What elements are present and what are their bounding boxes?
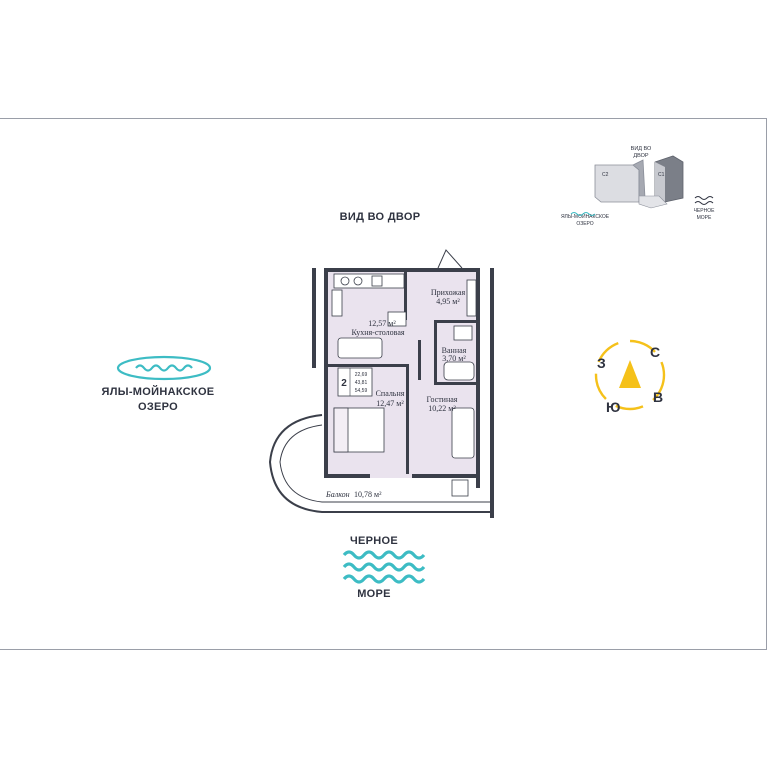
minimap-c2-label: C2 [602,172,609,178]
lake-wave-icon [116,355,212,381]
lake-caption-line2: ОЗЕРО [137,401,179,413]
summary-total-balcony: 54,59 [355,388,368,394]
lake-caption-line1: ЯЛЫ-МОЙНАКСКОЕ [101,386,215,398]
minimap-sea-line2: МОРЕ [697,215,712,221]
bedroom-area: 12,47 м² [376,399,404,408]
compass-east: В [653,389,663,405]
sea-caption-bottom: МОРЕ [357,588,391,600]
sea-caption-top: ЧЕРНОЕ [349,535,399,547]
minimap-yard-line2: ДВОР [633,153,648,159]
minimap-sea-line1: ЧЕРНОЕ [694,208,716,214]
minimap-lake-line1: ЯЛЫ-МОЙНАКСКОЕ [561,212,610,220]
kitchen-name: Кухня-столовая [351,328,404,337]
compass-arrow-icon [619,360,641,388]
summary-total: 43,81 [355,380,368,386]
minimap-lake-line2: ОЗЕРО [576,221,593,227]
bedroom-name: Спальня [376,389,405,398]
hall-area: 4,95 м² [436,297,460,306]
minimap-building-c2 [594,164,640,203]
summary-living: 22,69 [355,372,368,378]
balcony-outline [268,414,490,513]
site-minimap: ВИД ВО ДВОР C2 C1 ЯЛЫ-МОЙНАКСКОЕ ОЗЕРО Ч… [561,146,716,227]
compass-north: С [650,344,660,360]
page-frame [0,118,767,650]
compass-south: Ю [606,399,620,415]
yard-view-caption: ВИД ВО ДВОР [339,211,421,223]
compass-west: З [597,355,606,371]
bath-name: Ванная [442,346,467,355]
summary-box [337,367,373,397]
sea-wave-icon [342,550,426,584]
balcony-area: 10,78 м² [354,490,382,499]
kitchen-area: 12,57 м² [368,319,396,328]
bath-area: 3,70 м² [442,354,466,363]
summary-rooms: 2 [341,378,347,389]
lake-caption: ЯЛЫ-МОЙНАКСКОЕ ОЗЕРО [98,385,218,415]
minimap-yard-line1: ВИД ВО [631,146,652,152]
minimap-c1-label: C1 [658,172,665,178]
floor-plan: Прихожая 4,95 м² 12,57 м² Кухня-столовая… [268,249,494,518]
hall-name: Прихожая [431,288,466,297]
living-name: Гостиная [427,395,458,404]
minimap-sea-icon [694,196,714,200]
living-area: 10,22 м² [428,404,456,413]
balcony-name: Балкон [325,490,350,499]
compass-rose: С В Ю З [594,339,666,415]
